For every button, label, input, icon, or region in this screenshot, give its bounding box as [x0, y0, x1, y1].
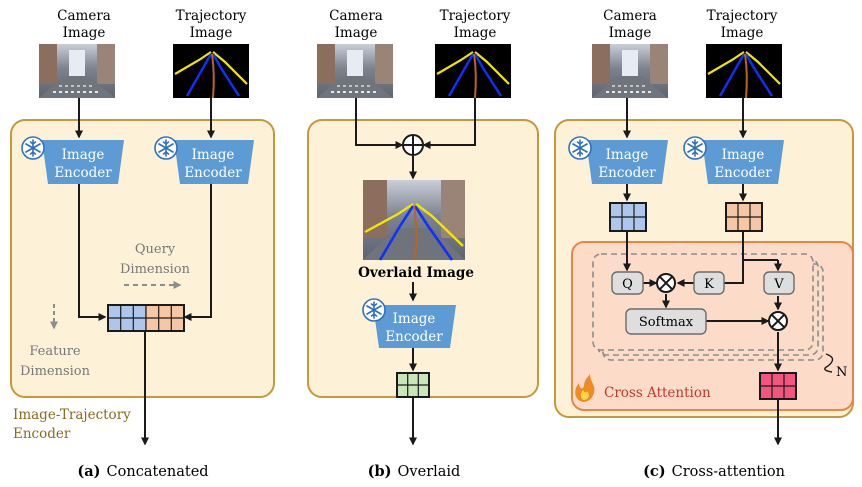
caption-c: (c) Cross-attention: [643, 463, 785, 480]
image-encoder-overlaid: [373, 305, 456, 348]
panel-c-cross-attention: Camera Image Trajectory Image Image Enco…: [554, 8, 854, 480]
trajectory-label-a-1: Trajectory: [176, 8, 247, 24]
snowflake-icon: [568, 136, 592, 160]
encoder-label-2: Encoder: [54, 165, 112, 181]
feature-dimension-label-2: Dimension: [20, 364, 91, 379]
trajectory-feature-grid: [725, 202, 763, 232]
encoder-label-1: Image: [393, 311, 436, 327]
encoder-label-1: Image: [606, 147, 649, 163]
image-encoder-camera: [586, 140, 668, 184]
camera-label-c-2: Image: [609, 25, 652, 41]
overlaid-image: [363, 180, 465, 261]
circle-times-icon: [656, 273, 676, 293]
trajectory-image-thumbnail: [433, 42, 513, 100]
trajectory-image-thumbnail: [171, 42, 251, 100]
snowflake-icon: [154, 136, 178, 160]
layer-count-n: N: [836, 365, 847, 380]
flame-icon: [575, 374, 595, 402]
encoder-label-2: Encoder: [184, 165, 242, 181]
image-trajectory-encoder-label-1: Image-Trajectory: [13, 407, 131, 423]
camera-image-thumbnail: [591, 43, 669, 99]
snowflake-icon: [683, 136, 707, 160]
encoder-label-2: Encoder: [385, 329, 443, 345]
camera-label-a-2: Image: [63, 25, 106, 41]
caption-tag-b: (b): [368, 463, 392, 480]
output-feature-grid: [759, 372, 797, 400]
query-box: [611, 271, 644, 295]
overlaid-feature-grid: [396, 372, 430, 398]
caption-b: (b) Overlaid: [368, 463, 461, 480]
encoder-label-1: Image: [192, 147, 235, 163]
snowflake-icon: [21, 136, 45, 160]
encoder-label-2: Encoder: [598, 165, 656, 181]
panel-a-concatenated: Camera Image Trajectory Image Image Enco…: [10, 8, 275, 480]
query-label: Q: [622, 277, 633, 292]
concatenated-feature-grid: [107, 304, 185, 332]
query-dimension-label-1: Query: [135, 242, 176, 257]
image-encoder-trajectory: [702, 140, 784, 184]
trajectory-label-c-1: Trajectory: [707, 8, 778, 24]
feature-dimension-label-1: Feature: [29, 344, 81, 359]
caption-text-b: Overlaid: [398, 464, 461, 480]
overlaid-image-label: Overlaid Image: [358, 265, 474, 281]
camera-label-a-1: Camera: [57, 8, 111, 24]
repeat-bracket: [824, 353, 834, 373]
circle-plus-icon: [402, 134, 424, 156]
panel-b-overlaid: Camera Image Trajectory Image: [307, 8, 539, 480]
camera-label-b-2: Image: [335, 25, 378, 41]
cross-attention-label: Cross Attention: [604, 385, 711, 401]
image-encoder-right: [174, 140, 254, 184]
camera-label-c-1: Camera: [603, 8, 657, 24]
trajectory-label-b-2: Image: [454, 25, 497, 41]
caption-a: (a) Concatenated: [77, 463, 208, 480]
trajectory-label-a-2: Image: [190, 25, 233, 41]
value-label: V: [773, 277, 784, 292]
softmax-box: [625, 308, 707, 335]
snowflake-icon: [362, 298, 386, 322]
encoder-label-1: Image: [722, 147, 765, 163]
caption-text-a: Concatenated: [107, 464, 209, 480]
image-trajectory-encoder-label-2: Encoder: [13, 426, 71, 442]
trajectory-label-c-2: Image: [721, 25, 764, 41]
key-label: K: [704, 277, 714, 292]
caption-tag-c: (c): [643, 463, 666, 480]
value-box: [763, 271, 795, 295]
query-dimension-label-2: Dimension: [120, 262, 191, 277]
trajectory-label-b-1: Trajectory: [440, 8, 511, 24]
trajectory-image-thumbnail: [704, 42, 784, 100]
camera-feature-grid: [609, 202, 647, 232]
encoder-label-1: Image: [62, 147, 105, 163]
caption-text-c: Cross-attention: [672, 464, 785, 480]
camera-image-thumbnail: [316, 43, 394, 99]
circle-times-icon: [768, 311, 788, 331]
image-trajectory-encoder-panel: [10, 119, 275, 398]
caption-tag-a: (a): [77, 463, 100, 480]
softmax-label: Softmax: [639, 315, 694, 330]
image-encoder-left: [42, 140, 124, 184]
camera-image-thumbnail: [38, 43, 116, 99]
key-box: [693, 271, 725, 295]
encoder-label-2: Encoder: [714, 165, 772, 181]
camera-label-b-1: Camera: [329, 8, 383, 24]
